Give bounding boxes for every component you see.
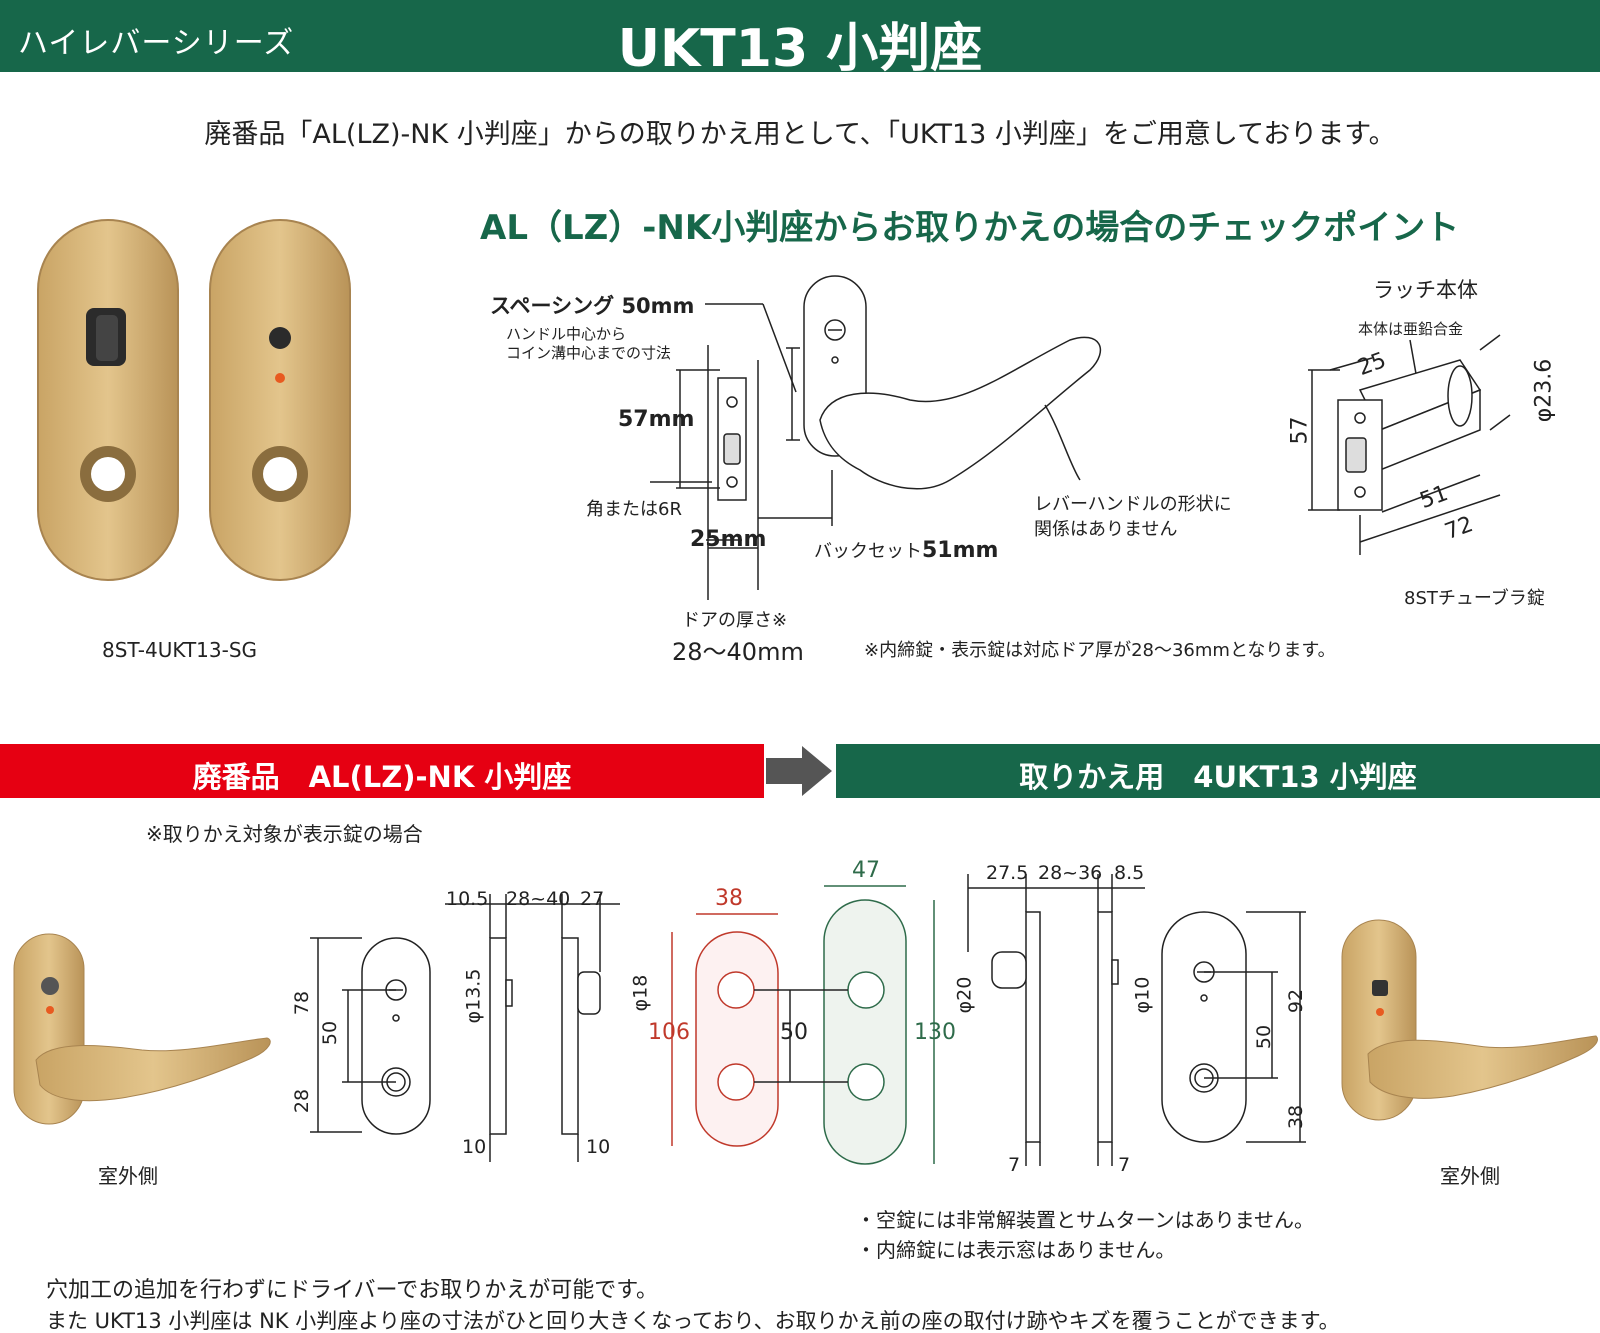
old-rose-drawing	[310, 894, 620, 1162]
overlay-dim-38: 38	[715, 886, 743, 911]
new-dim-7a: 7	[1008, 1154, 1021, 1176]
latch-material: 本体は亜鉛合金	[1358, 320, 1464, 338]
old-dim-10-5: 10.5	[446, 888, 489, 910]
old-dim-28: 28	[291, 1088, 314, 1114]
header-bar	[0, 0, 1600, 72]
old-dim-27: 27	[580, 888, 605, 910]
new-dim-7b: 7	[1118, 1154, 1131, 1176]
old-part-bar: 廃番品 AL(LZ)-NK 小判座	[0, 744, 764, 798]
door-thickness-value: 28〜40mm	[672, 638, 804, 666]
door-diagram	[650, 275, 1101, 600]
overlay-dim-106: 106	[648, 1020, 690, 1045]
old-dim-18: φ18	[629, 974, 652, 1012]
overlay-dim-50: 50	[780, 1020, 808, 1045]
bullet-note-2: ・内締錠には表示窓はありません。	[856, 1238, 1176, 1262]
latch-name: 8STチューブラ錠	[1404, 588, 1545, 609]
series-name: ハイレバーシリーズ	[18, 26, 295, 61]
latch-dim-57: 57	[1287, 416, 1313, 445]
old-dim-10b: 10	[586, 1136, 611, 1158]
latch-title: ラッチ本体	[1373, 278, 1478, 302]
spacing-label: スペーシング 50mm	[490, 294, 695, 318]
new-dim-28-36: 28~36	[1038, 862, 1103, 884]
overlay-dim-130: 130	[914, 1020, 956, 1045]
outdoor-photo-left	[13, 933, 271, 1125]
new-dim-92: 92	[1285, 988, 1308, 1014]
old-dim-50: 50	[319, 1020, 342, 1046]
old-dim-28-40: 28~40	[506, 888, 571, 910]
latch-diagram	[1308, 334, 1511, 555]
spacing-note-1: ハンドル中心から	[506, 325, 627, 343]
outdoor-label-right: 室外側	[1440, 1164, 1500, 1188]
new-part-label: 取りかえ用 4UKT13 小判座	[1019, 760, 1417, 794]
intro-text: 廃番品「AL(LZ)-NK 小判座」からの取りかえ用として、「UKT13 小判座…	[204, 119, 1396, 150]
new-part-bar: 取りかえ用 4UKT13 小判座	[836, 744, 1600, 798]
outdoor-photo-right	[1341, 919, 1598, 1121]
new-dim-8-5: 8.5	[1114, 862, 1145, 884]
product-photo	[37, 219, 351, 581]
overlay-comparison	[671, 885, 935, 1165]
overlay-dim-47: 47	[852, 858, 880, 883]
latch-dim-23-6: φ23.6	[1531, 358, 1557, 423]
new-dim-38: 38	[1285, 1104, 1308, 1130]
new-dim-10: φ10	[1131, 976, 1154, 1014]
dim-57: 57mm	[618, 407, 695, 432]
new-dim-20: φ20	[953, 976, 976, 1014]
spacing-note-2: コイン溝中心までの寸法	[506, 344, 672, 362]
arrow-right-icon	[766, 746, 832, 796]
bullet-note-1: ・空錠には非常解装置とサムターンはありません。	[856, 1208, 1314, 1232]
footer-line-2: また UKT13 小判座は NK 小判座より座の寸法がひと回り大きくなっており、…	[46, 1309, 1340, 1333]
new-dim-27-5: 27.5	[986, 862, 1029, 884]
dim-25: 25mm	[690, 527, 767, 552]
old-note: ※取りかえ対象が表示錠の場合	[146, 822, 423, 846]
old-dim-13-5: φ13.5	[462, 968, 485, 1024]
lever-note-2: 関係はありません	[1034, 519, 1178, 540]
old-dim-78: 78	[291, 990, 314, 1016]
corner-label: 角または6R	[586, 499, 682, 520]
lever-note-1: レバーハンドルの形状に	[1034, 494, 1232, 515]
checkpoint-heading: AL（LZ）-NK小判座からお取りかえの場合のチェックポイント	[480, 208, 1460, 248]
product-code: 8ST-4UKT13-SG	[102, 638, 258, 662]
footer-line-1: 穴加工の追加を行わずにドライバーでお取りかえが可能です。	[46, 1278, 659, 1303]
new-dim-50: 50	[1253, 1024, 1276, 1050]
backset-label: バックセット51mm	[814, 538, 999, 563]
old-dim-10a: 10	[462, 1136, 487, 1158]
old-part-label: 廃番品 AL(LZ)-NK 小判座	[192, 760, 572, 794]
page-title: UKT13 小判座	[617, 19, 983, 79]
outdoor-label-left: 室外側	[98, 1164, 158, 1188]
door-thickness-label: ドアの厚さ※	[682, 610, 788, 631]
door-footnote: ※内締錠・表示錠は対応ドア厚が28〜36mmとなります。	[864, 640, 1336, 661]
new-rose-drawing	[967, 874, 1306, 1166]
